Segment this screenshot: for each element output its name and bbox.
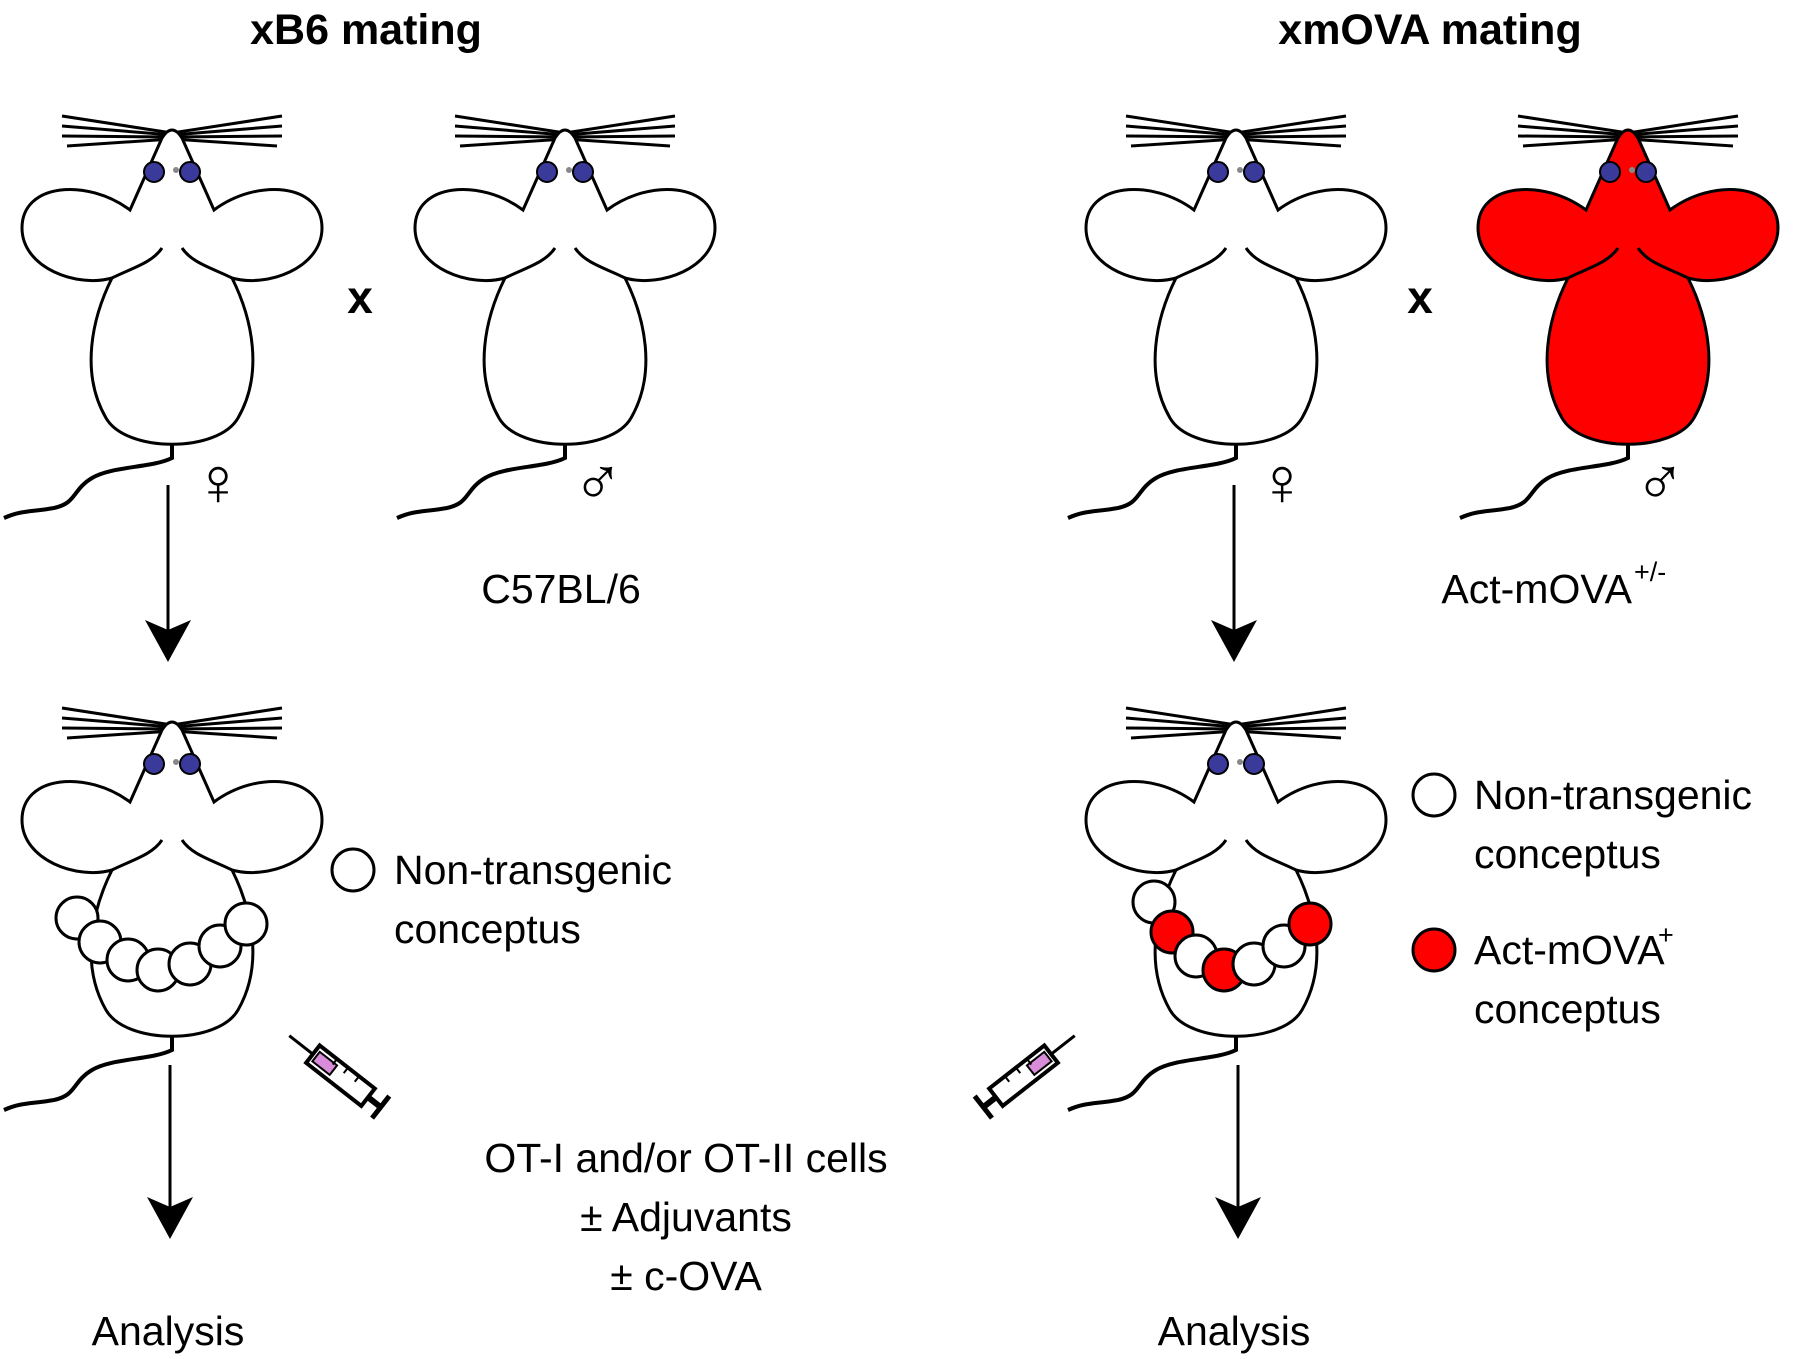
left-sire-mouse-icon-tail [396, 444, 567, 520]
right-dam-mouse-icon [1067, 114, 1388, 520]
left-sire-mouse-icon [396, 114, 717, 520]
right-legend-nontransgenic-line1: Non-transgenic [1474, 772, 1752, 818]
left-dam-mouse-icon-body [20, 128, 324, 446]
left-legend-nontransgenic-swatch [330, 847, 376, 893]
right-pregnant-mouse-icon-right-eye [1243, 753, 1265, 775]
right-dam-mouse-icon-whiskers [1125, 114, 1347, 148]
left-dam-mouse-icon-right-eye [179, 161, 201, 183]
left-sire-mouse-icon-right-eye [572, 161, 594, 183]
treatment-line3: ± c-OVA [610, 1253, 762, 1299]
right-lower-arrowhead [1215, 1197, 1261, 1239]
right-sire-mouse-icon-right-eye [1635, 161, 1657, 183]
right-analysis-label: Analysis [1158, 1308, 1311, 1354]
treatment-line2: ± Adjuvants [580, 1194, 792, 1240]
right-dam-mouse-icon-tail [1067, 444, 1238, 520]
left-sire-mouse-icon-whiskers [454, 114, 676, 148]
left-sire-strain-label: C57BL/6 [481, 566, 641, 612]
right-sire-strain-text: Act-mOVA [1441, 566, 1632, 612]
right-sire-strain-label: Act-mOVA [1441, 566, 1632, 612]
left-title: xB6 mating [250, 6, 482, 54]
left-conceptus-7 [223, 901, 269, 947]
right-legend-transgenic-superscript: + [1658, 920, 1674, 950]
left-dam-mouse-icon-whiskers [61, 114, 283, 148]
right-sire-mouse-icon-whiskers [1517, 114, 1739, 148]
right-pregnant-mouse-icon-left-eye [1207, 753, 1229, 775]
left-pregnant-mouse-icon [3, 706, 324, 1112]
treatment-line1: OT-I and/or OT-II cells [484, 1135, 887, 1181]
left-sire-mouse-icon-left-eye [536, 161, 558, 183]
right-dam-mouse-icon-left-eye [1207, 161, 1229, 183]
left-legend-nontransgenic-line1: Non-transgenic [394, 847, 672, 893]
left-analysis-label: Analysis [92, 1308, 245, 1354]
right-female-symbol-icon: ♀ [1257, 444, 1308, 520]
right-dam-mouse-icon-body [1084, 128, 1388, 446]
mice-layer [3, 114, 1780, 1112]
right-sire-mouse-icon-tail [1459, 444, 1630, 520]
left-dam-mouse-icon-left-eye [143, 161, 165, 183]
left-cross-symbol: x [347, 271, 373, 323]
right-legend-transgenic-line1: Act-mOVA [1474, 927, 1665, 973]
left-dam-mouse-icon [3, 114, 324, 520]
right-pregnant-mouse-icon-body [1084, 720, 1388, 1038]
right-legend-nontransgenic-swatch [1411, 772, 1457, 818]
right-title: xmOVA mating [1278, 6, 1581, 54]
right-sire-mouse-icon [1459, 114, 1780, 520]
left-pregnant-mouse-icon-right-eye [179, 753, 201, 775]
right-sire-strain-superscript: +/- [1634, 557, 1666, 587]
right-conceptus-7 [1287, 901, 1333, 947]
left-pregnant-mouse-icon-whiskers [61, 706, 283, 740]
right-sire-mouse-icon-left-eye [1599, 161, 1621, 183]
right-dam-mouse-icon-right-eye [1243, 161, 1265, 183]
right-legend-transgenic-line2: conceptus [1474, 986, 1661, 1032]
left-sire-mouse-icon-body [413, 128, 717, 446]
right-pregnant-mouse-icon-whiskers [1125, 706, 1347, 740]
left-female-symbol-icon: ♀ [193, 444, 244, 520]
left-legend-nontransgenic-line2: conceptus [394, 906, 581, 952]
left-syringe-icon [288, 1034, 392, 1120]
right-syringe-icon [972, 1034, 1076, 1120]
right-pregnant-mouse-icon [1067, 706, 1388, 1112]
right-sire-mouse-icon-body [1476, 128, 1780, 446]
left-upper-arrowhead [145, 620, 191, 662]
right-legend-transgenic-swatch [1411, 927, 1457, 973]
left-pregnant-mouse-icon-tail [3, 1036, 174, 1112]
arrows [166, 485, 1240, 1215]
right-cross-symbol: x [1407, 271, 1433, 323]
left-male-symbol-icon: ♂ [573, 444, 624, 520]
left-pregnant-mouse-icon-body [20, 720, 324, 1038]
right-upper-arrowhead [1211, 620, 1257, 662]
right-legend-nontransgenic-line2: conceptus [1474, 831, 1661, 877]
left-pregnant-mouse-icon-left-eye [143, 753, 165, 775]
left-dam-mouse-icon-tail [3, 444, 174, 520]
right-pregnant-mouse-icon-tail [1067, 1036, 1238, 1112]
right-male-symbol-icon: ♂ [1635, 444, 1686, 520]
left-lower-arrowhead [147, 1197, 193, 1239]
